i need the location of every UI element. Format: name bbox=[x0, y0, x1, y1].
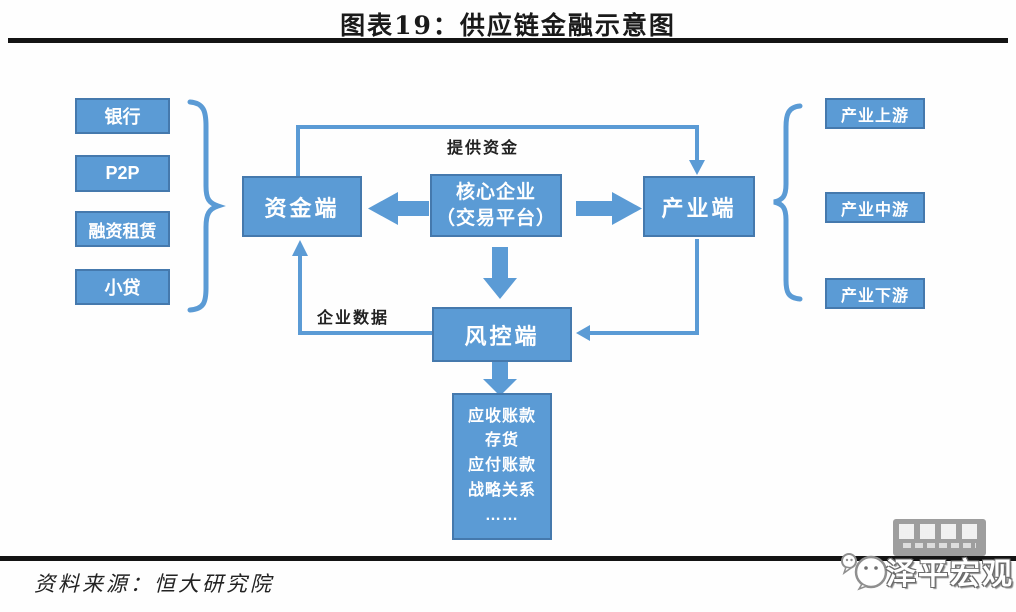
watermark-badge-subtext bbox=[903, 543, 976, 548]
left-group-brace bbox=[187, 99, 226, 313]
tier-box-downstream: 产业下游 bbox=[825, 278, 925, 309]
core-enterprise-line2: （交易平台） bbox=[435, 207, 556, 229]
arrowhead-up-into-capital bbox=[292, 240, 308, 256]
funding-box-p2p: P2P bbox=[75, 155, 170, 192]
edge-label-provide-funds: 提供资金 bbox=[447, 140, 520, 157]
data-item-strategy: 战略关系 bbox=[467, 481, 536, 499]
core-enterprise-line1: 核心企业 bbox=[455, 181, 536, 203]
edge-label-enterprise-data: 企业数据 bbox=[317, 310, 390, 327]
data-item-payables: 应付账款 bbox=[467, 457, 536, 475]
funding-box-bank: 银行 bbox=[75, 98, 170, 134]
core-enterprise-box: 核心企业 （交易平台） bbox=[430, 174, 562, 237]
tier-box-midstream: 产业中游 bbox=[825, 192, 925, 223]
data-item-receivables: 应收账款 bbox=[467, 407, 536, 425]
watermark-brand-text: 泽平宏观 bbox=[886, 558, 1014, 591]
data-item-inventory: 存货 bbox=[484, 432, 519, 450]
block-arrow-core-to-risk bbox=[483, 247, 517, 299]
block-arrow-core-to-capital bbox=[368, 192, 429, 225]
bottom-rule bbox=[0, 556, 1016, 561]
block-arrow-core-to-industry bbox=[576, 192, 642, 225]
capital-side-box: 资金端 bbox=[242, 176, 362, 237]
right-group-brace bbox=[773, 103, 803, 302]
funding-box-finance-lease: 融资租赁 bbox=[75, 211, 170, 247]
risk-control-box: 风控端 bbox=[432, 307, 572, 362]
industry-to-risk-connector bbox=[584, 239, 699, 335]
industry-side-box: 产业端 bbox=[643, 176, 755, 237]
figure-title: 图表19：供应链金融示意图 bbox=[340, 11, 676, 40]
arrowhead-down-into-industry bbox=[689, 160, 705, 175]
watermark-badge bbox=[893, 519, 986, 556]
data-item-ellipsis: …… bbox=[485, 506, 519, 524]
arrowhead-left-into-risk bbox=[576, 325, 590, 341]
funding-box-micro-loan: 小贷 bbox=[75, 269, 170, 305]
source-note: 资料来源：恒大研究院 bbox=[34, 572, 274, 596]
watermark-badge-glyphs bbox=[899, 524, 980, 539]
top-rule bbox=[8, 38, 1008, 43]
tier-box-upstream: 产业上游 bbox=[825, 98, 925, 129]
block-arrow-risk-to-data bbox=[483, 362, 517, 396]
chat-bubble-icon bbox=[841, 553, 888, 591]
data-items-box: 应收账款 存货 应付账款 战略关系 …… bbox=[452, 393, 552, 540]
